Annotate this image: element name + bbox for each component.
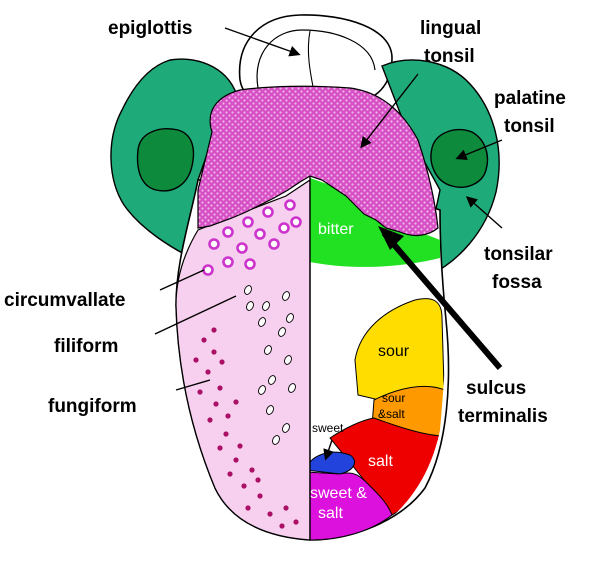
salt-label: salt bbox=[368, 453, 393, 470]
fungiform-papilla bbox=[227, 471, 233, 477]
sour-label: sour bbox=[378, 343, 410, 360]
palatine-tonsil-leader bbox=[455, 139, 503, 161]
circumvallate-papilla bbox=[290, 216, 302, 228]
left-palatine-tonsil bbox=[136, 128, 195, 192]
fungiform-papilla bbox=[211, 327, 217, 333]
circumvallate-papilla bbox=[222, 256, 234, 268]
sweet-region bbox=[310, 451, 356, 475]
sour-salt-label-line2: &salt bbox=[378, 407, 405, 421]
circumvallate-papilla bbox=[268, 238, 280, 250]
circumvallate-papilla bbox=[284, 199, 296, 211]
circumvallate-papilla bbox=[278, 222, 290, 234]
fungiform-papilla bbox=[207, 417, 213, 423]
filiform-papilla bbox=[288, 383, 296, 393]
filiform-papilla bbox=[266, 405, 274, 415]
fungiform-papilla bbox=[267, 511, 273, 517]
fungiform-papilla bbox=[213, 401, 219, 407]
fungiform-papilla bbox=[255, 477, 261, 483]
filiform-papilla bbox=[262, 301, 270, 311]
sulcus-terminalis-label-line2: terminalis bbox=[458, 406, 548, 427]
papillae-markers bbox=[193, 199, 302, 529]
circumvallate-label: circumvallate bbox=[4, 290, 125, 311]
sulcus-terminalis-arrowhead bbox=[378, 226, 404, 250]
fungiform-papilla bbox=[217, 445, 223, 451]
circumvallate-papilla bbox=[242, 216, 254, 228]
lingual-tonsil-label-line1: lingual bbox=[420, 18, 481, 39]
filiform-papilla bbox=[244, 285, 252, 295]
fungiform-papilla bbox=[205, 369, 211, 375]
filiform-papilla bbox=[258, 385, 266, 395]
sour-salt-label-line1: sour bbox=[382, 391, 405, 405]
palatine-tonsil-label-line2: tonsil bbox=[504, 116, 555, 137]
filiform-papilla bbox=[286, 313, 294, 323]
fungiform-papilla bbox=[241, 483, 247, 489]
lingual-tonsil-label-line2: tonsil bbox=[424, 46, 475, 67]
epiglottis-leader bbox=[224, 27, 301, 57]
fungiform-papilla bbox=[249, 467, 255, 473]
circumvallate-leader bbox=[159, 269, 205, 291]
tonsilar-fossa-label-line1: tonsilar bbox=[484, 244, 553, 265]
fungiform-papilla bbox=[223, 431, 229, 437]
circumvallate-papilla bbox=[202, 264, 214, 276]
fungiform-papilla bbox=[201, 337, 207, 343]
sweet-leader bbox=[323, 439, 334, 461]
fungiform-papilla bbox=[217, 385, 223, 391]
fungiform-papilla bbox=[283, 505, 289, 511]
filiform-papilla bbox=[258, 317, 266, 327]
circumvallate-papilla bbox=[254, 228, 266, 240]
tonsilar-fossa-label-line2: fossa bbox=[492, 272, 542, 293]
bitter-label: bitter bbox=[318, 221, 354, 238]
fungiform-papilla bbox=[197, 389, 203, 395]
fungiform-papilla bbox=[211, 349, 217, 355]
filiform-papilla bbox=[272, 435, 280, 445]
fungiform-label: fungiform bbox=[48, 396, 137, 417]
filiform-papilla bbox=[282, 423, 290, 433]
fungiform-papilla bbox=[233, 399, 239, 405]
right-palatine-tonsil bbox=[430, 129, 489, 188]
filiform-papilla bbox=[284, 355, 292, 365]
epiglottis-inner-line bbox=[256, 29, 376, 89]
sweet-salt-label-line1: sweet & bbox=[310, 485, 367, 502]
fungiform-papilla bbox=[193, 357, 199, 363]
circumvallate-papilla bbox=[262, 206, 274, 218]
lingual-tonsil-region bbox=[197, 85, 439, 237]
filiform-label: filiform bbox=[54, 336, 118, 357]
fungiform-papilla bbox=[225, 413, 231, 419]
epiglottis-label: epiglottis bbox=[108, 18, 192, 39]
palatine-tonsil-label-line1: palatine bbox=[494, 88, 566, 109]
circumvallate-papilla bbox=[244, 258, 256, 270]
fungiform-leader bbox=[175, 379, 211, 391]
circumvallate-papilla bbox=[208, 238, 220, 250]
fungiform-papilla bbox=[237, 443, 243, 449]
fungiform-papilla bbox=[245, 505, 251, 511]
filiform-papilla bbox=[246, 301, 254, 311]
circumvallate-papilla bbox=[222, 226, 234, 238]
sweet-salt-label-line2: salt bbox=[318, 505, 343, 522]
filiform-leader bbox=[154, 295, 237, 335]
bitter-region bbox=[310, 178, 440, 267]
circumvallate-papilla bbox=[236, 242, 248, 254]
sulcus-terminalis-label-line1: sulcus bbox=[466, 378, 526, 399]
filiform-papilla bbox=[278, 327, 286, 337]
fungiform-papilla bbox=[293, 519, 299, 525]
filiform-papilla bbox=[264, 345, 272, 355]
fungiform-papilla bbox=[257, 493, 263, 499]
filiform-papilla bbox=[282, 291, 290, 301]
fungiform-papilla bbox=[233, 457, 239, 463]
fungiform-papilla bbox=[279, 523, 285, 529]
tonsilar-fossa-leader bbox=[465, 196, 503, 229]
fungiform-papilla bbox=[219, 359, 225, 365]
lingual-tonsil-leader bbox=[360, 73, 419, 149]
sweet-salt-region bbox=[310, 471, 393, 540]
sulcus-terminalis-arrow bbox=[381, 231, 503, 370]
filiform-papilla bbox=[268, 375, 276, 385]
sweet-label: sweet bbox=[312, 421, 344, 435]
